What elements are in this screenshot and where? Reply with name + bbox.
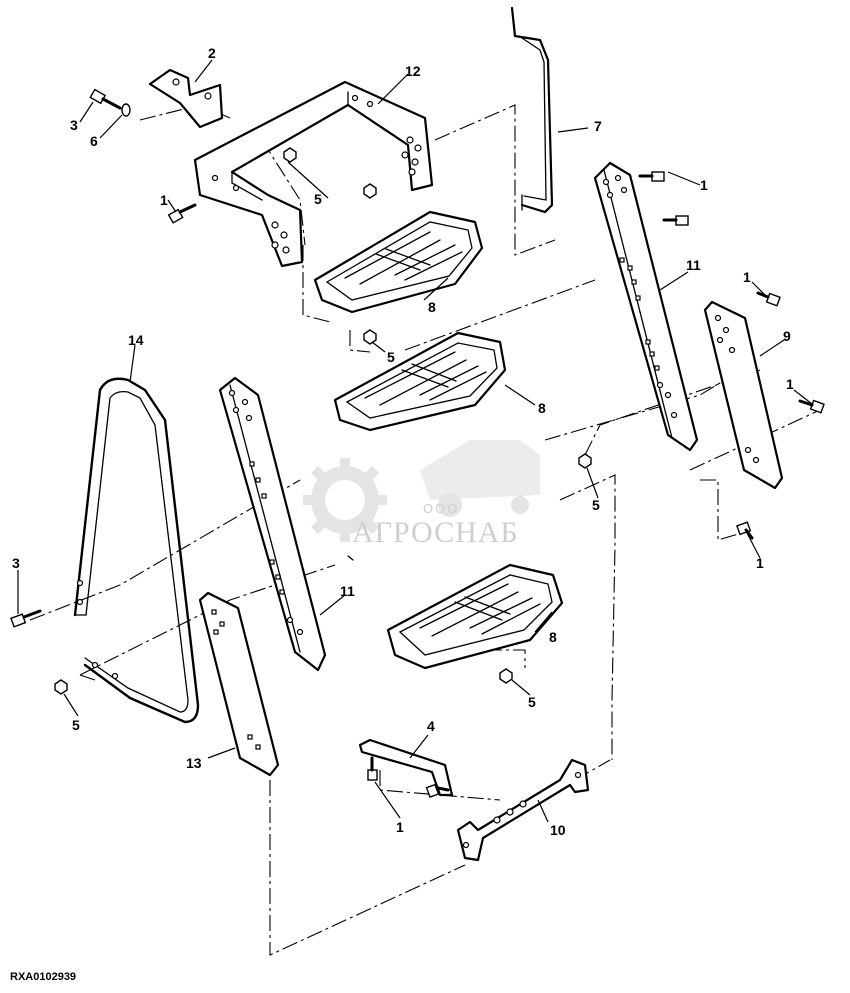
callout-1: 1 xyxy=(396,819,404,835)
callout-12: 12 xyxy=(405,63,421,79)
bolt-icon xyxy=(638,171,665,182)
figure-id: RXA0102939 xyxy=(10,971,76,983)
callout-6: 6 xyxy=(90,133,98,149)
callout-10: 10 xyxy=(550,822,566,838)
rod xyxy=(510,6,554,214)
lower-plate xyxy=(198,591,280,777)
callout-1: 1 xyxy=(160,192,168,208)
nut-icon xyxy=(54,679,68,695)
bolt-icon xyxy=(756,291,781,307)
callout-7: 7 xyxy=(594,118,602,134)
bolt-icon xyxy=(425,783,450,798)
step-upper xyxy=(313,210,484,314)
mounting-bracket xyxy=(148,68,224,129)
handrail xyxy=(73,377,200,724)
callout-5: 5 xyxy=(314,191,322,207)
callouts: 2 3 6 12 7 1 5 1 11 1 8 9 14 5 1 8 5 1 3… xyxy=(12,45,794,838)
callout-3: 3 xyxy=(12,555,20,571)
callout-1: 1 xyxy=(743,269,751,285)
callout-8: 8 xyxy=(538,400,546,416)
callout-8: 8 xyxy=(549,629,557,645)
callout-9: 9 xyxy=(783,328,791,344)
nut-icon xyxy=(283,147,297,163)
callout-14: 14 xyxy=(128,332,144,348)
watermark: ООО АГРОСНАБ xyxy=(303,440,540,549)
step-lower xyxy=(386,563,564,670)
step-middle xyxy=(333,331,507,432)
washer-icon xyxy=(121,103,131,117)
hardware xyxy=(10,88,825,798)
callout-1: 1 xyxy=(786,376,794,392)
callout-11: 11 xyxy=(340,583,355,599)
nut-icon xyxy=(578,453,592,469)
callout-2: 2 xyxy=(208,45,216,61)
nut-icon xyxy=(363,329,377,345)
callout-5: 5 xyxy=(528,694,536,710)
callout-5: 5 xyxy=(592,497,600,513)
bracket xyxy=(358,738,454,797)
bolt-icon xyxy=(89,88,122,110)
watermark-prefix: ООО xyxy=(423,501,459,516)
callout-4: 4 xyxy=(427,718,435,734)
watermark-company-name: АГРОСНАБ xyxy=(352,516,519,549)
callout-1: 1 xyxy=(700,177,708,193)
nut-icon xyxy=(363,183,377,199)
callout-11: 11 xyxy=(686,257,701,273)
callout-8: 8 xyxy=(428,299,436,315)
callout-3: 3 xyxy=(70,117,78,133)
lower-bracket xyxy=(456,758,590,862)
bolt-icon xyxy=(736,521,754,540)
side-plate-far-right xyxy=(703,300,784,490)
bolt-icon xyxy=(367,756,378,781)
callout-13: 13 xyxy=(186,755,202,771)
watermark-gear-icon xyxy=(303,458,387,542)
side-plate-left xyxy=(218,376,327,672)
upper-frame xyxy=(193,80,434,268)
nut-icon xyxy=(499,668,513,684)
callout-1: 1 xyxy=(756,555,764,571)
bolt-icon xyxy=(662,215,689,226)
callout-5: 5 xyxy=(387,349,395,365)
bolt-icon xyxy=(798,399,825,414)
leader-lines xyxy=(17,59,813,823)
callout-5: 5 xyxy=(72,717,80,733)
bolt-icon xyxy=(10,609,42,628)
bolt-icon xyxy=(167,203,197,224)
watermark-harvester-icon xyxy=(420,440,540,517)
side-plate-right xyxy=(593,161,699,452)
